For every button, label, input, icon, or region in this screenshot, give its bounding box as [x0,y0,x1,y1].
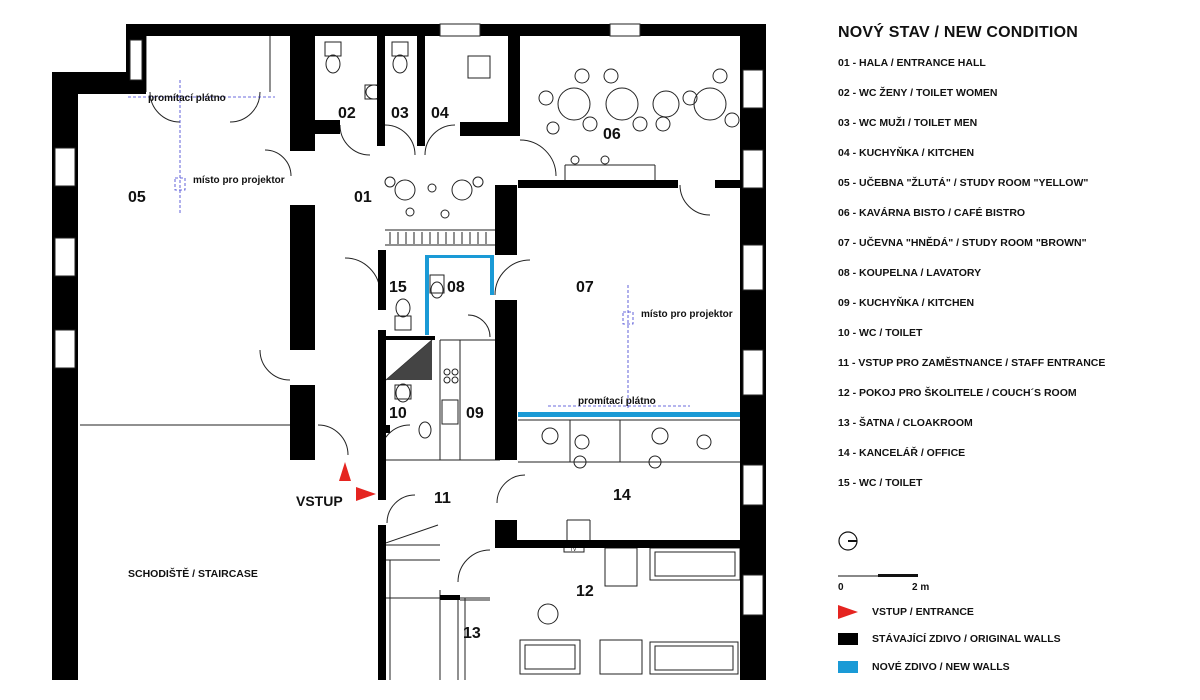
entrance-arrow-up [339,462,351,481]
entrance-label: VSTUP [296,493,343,509]
room-label-02: 02 [338,105,356,122]
beamer-label-05: místo pro projektor [193,175,285,186]
legend-item: 10 - WC / TOILET [838,327,923,339]
north-arrow-icon [838,531,858,551]
scale-start: 0 [838,582,844,593]
legend-item: 06 - KAVÁRNA BISTO / CAFÉ BISTRO [838,207,1026,219]
room-label-01: 01 [354,189,372,206]
legend-item: 04 - KUCHYŇKA / KITCHEN [838,147,975,159]
legend-item: 08 - KOUPELNA / LAVATORY [838,267,982,279]
entrance-arrow-icon [838,605,858,619]
legend-item: 07 - UČEVNA "HNĚDÁ" / STUDY ROOM "BROWN" [838,237,1087,249]
legend-item: 09 - KUCHYŇKA / KITCHEN [838,297,975,309]
legend-new-walls-label: NOVÉ ZDIVO / NEW WALLS [872,661,1010,673]
legend-item: 13 - ŠATNA / CLOAKROOM [838,417,973,429]
new-walls-swatch [838,661,858,673]
legend-item: 05 - UČEBNA "ŽLUTÁ" / STUDY ROOM "YELLOW… [838,177,1089,189]
tv-label: TV [570,547,577,553]
legend-original-walls-label: STÁVAJÍCÍ ZDIVO / ORIGINAL WALLS [872,633,1061,645]
legend-list: 01 - HALA / ENTRANCE HALL 02 - WC ŽENY / … [838,54,1188,504]
room-label-03: 03 [391,105,409,122]
projector-label-07: promítací plátno [578,396,656,407]
legend-item: 14 - KANCELÁŘ / OFFICE [838,447,966,459]
room-label-14: 14 [613,487,631,504]
legend-item: 02 - WC ŽENY / TOILET WOMEN [838,87,998,99]
legend-item: 15 - WC / TOILET [838,477,923,489]
room-label-09: 09 [466,405,484,422]
room-label-13: 13 [463,625,481,642]
legend-new-walls-row: NOVÉ ZDIVO / NEW WALLS [838,661,1010,673]
projector-label-05: promítací plátno [148,93,226,104]
legend-item: 11 - VSTUP PRO ZAMĚSTNANCE / STAFF ENTRA… [838,357,1106,369]
room-label-04: 04 [431,105,449,122]
scale-end: 2 m [912,582,930,593]
legend-original-walls-row: STÁVAJÍCÍ ZDIVO / ORIGINAL WALLS [838,633,1061,645]
room-label-12: 12 [576,583,594,600]
legend-item: 12 - POKOJ PRO ŠKOLITELE / COUCH´S ROOM [838,387,1077,399]
room-label-05: 05 [128,189,146,206]
legend-title: NOVÝ STAV / NEW CONDITION [838,24,1078,41]
staircase-label: SCHODIŠTĚ / STAIRCASE [128,567,258,580]
legend-item: 01 - HALA / ENTRANCE HALL [838,57,986,69]
entrance-arrow-right [356,487,376,501]
legend-item: 03 - WC MUŽI / TOILET MEN [838,117,978,129]
room-label-07: 07 [576,279,594,296]
legend: NOVÝ STAV / NEW CONDITION 01 - HALA / EN… [838,24,1188,504]
room-label-08: 08 [447,279,465,296]
legend-entrance-row: VSTUP / ENTRANCE [838,605,974,619]
scale-bar [838,574,918,577]
beamer-label-07: místo pro projektor [641,309,733,320]
original-walls-swatch [838,633,858,645]
legend-symbols: 0 2 m VSTUP / ENTRANCE STÁVAJÍCÍ ZDIVO /… [838,525,1178,685]
room-label-06: 06 [603,126,621,143]
floor-plan: promítací plátno místo pro projektor pro… [52,23,766,680]
legend-entrance-label: VSTUP / ENTRANCE [872,606,974,618]
room-label-10: 10 [389,405,407,422]
room-label-11: 11 [434,490,451,507]
room-label-15: 15 [389,279,407,296]
